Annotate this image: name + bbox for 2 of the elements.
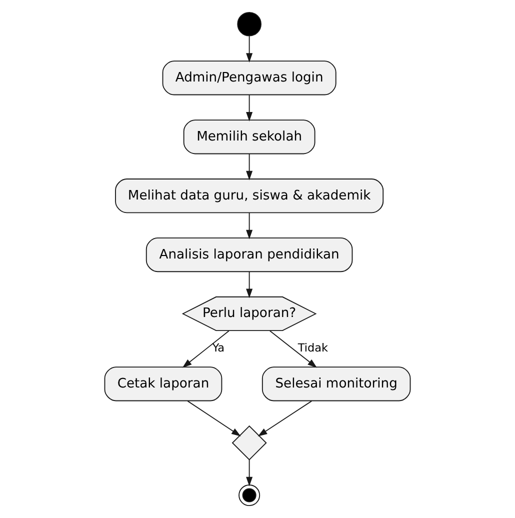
edge-label: Ya: [212, 342, 225, 355]
edge-label: Tidak: [298, 342, 328, 355]
